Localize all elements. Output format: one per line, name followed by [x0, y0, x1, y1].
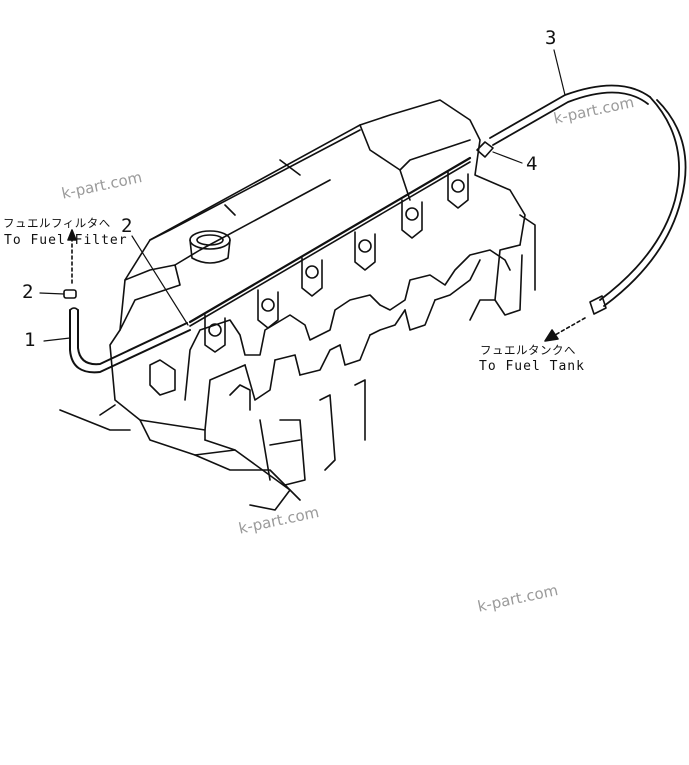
injector-4 [354, 231, 376, 271]
part-number-3: 3 [545, 27, 557, 49]
engine-right-side [469, 214, 536, 321]
part-number-1: 1 [24, 329, 36, 351]
injector-3 [301, 257, 323, 297]
hose-to-filter [63, 229, 191, 374]
cylinder-head-cover [124, 99, 526, 281]
to-fuel-tank-en: To Fuel Tank [479, 359, 585, 374]
leader-3 [553, 49, 566, 96]
injector-1 [204, 314, 226, 353]
injector-row [184, 156, 511, 431]
injector-6 [447, 171, 469, 209]
to-fuel-tank-jp: フュエルタンクへ [480, 343, 576, 357]
to-fuel-filter-en: To Fuel Filter [4, 233, 128, 248]
injector-5 [401, 199, 423, 239]
leader-1 [43, 337, 71, 342]
part-number-2-left: 2 [22, 281, 34, 303]
leader-4 [492, 151, 523, 164]
to-fuel-filter-jp: フュエルフィルタへ [3, 216, 111, 230]
hose-to-tank [476, 84, 687, 342]
injector-2 [257, 289, 279, 329]
leader-2-upper [131, 235, 189, 326]
engine-block [59, 264, 366, 511]
leader-2-left [39, 292, 65, 295]
leader-lines [39, 49, 566, 342]
return-rail [188, 156, 472, 324]
part-number-4: 4 [526, 153, 538, 175]
part-number-2-upper: 2 [121, 215, 133, 237]
